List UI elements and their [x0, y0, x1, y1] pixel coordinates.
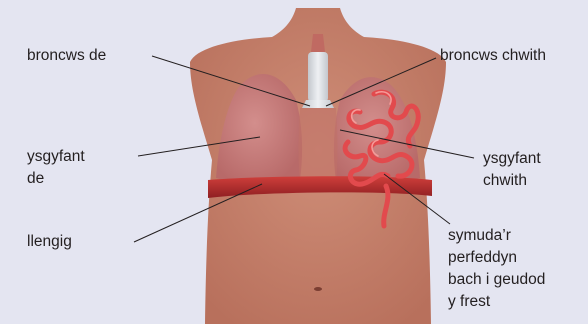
trachea-neck	[311, 34, 325, 52]
label-left-bronchus: broncws chwith	[440, 45, 546, 67]
trachea	[308, 52, 328, 102]
label-right-lung: ysgyfant de	[27, 146, 85, 190]
label-diaphragm: llengig	[27, 231, 72, 253]
label-left-lung: ysgyfant chwith	[483, 148, 541, 192]
label-small-intestine: symuda’r perfeddyn bach i geudod y frest	[448, 225, 545, 313]
label-right-bronchus: broncws de	[27, 45, 106, 67]
navel	[314, 287, 322, 291]
carina	[302, 100, 334, 108]
mediastinum	[299, 108, 338, 182]
